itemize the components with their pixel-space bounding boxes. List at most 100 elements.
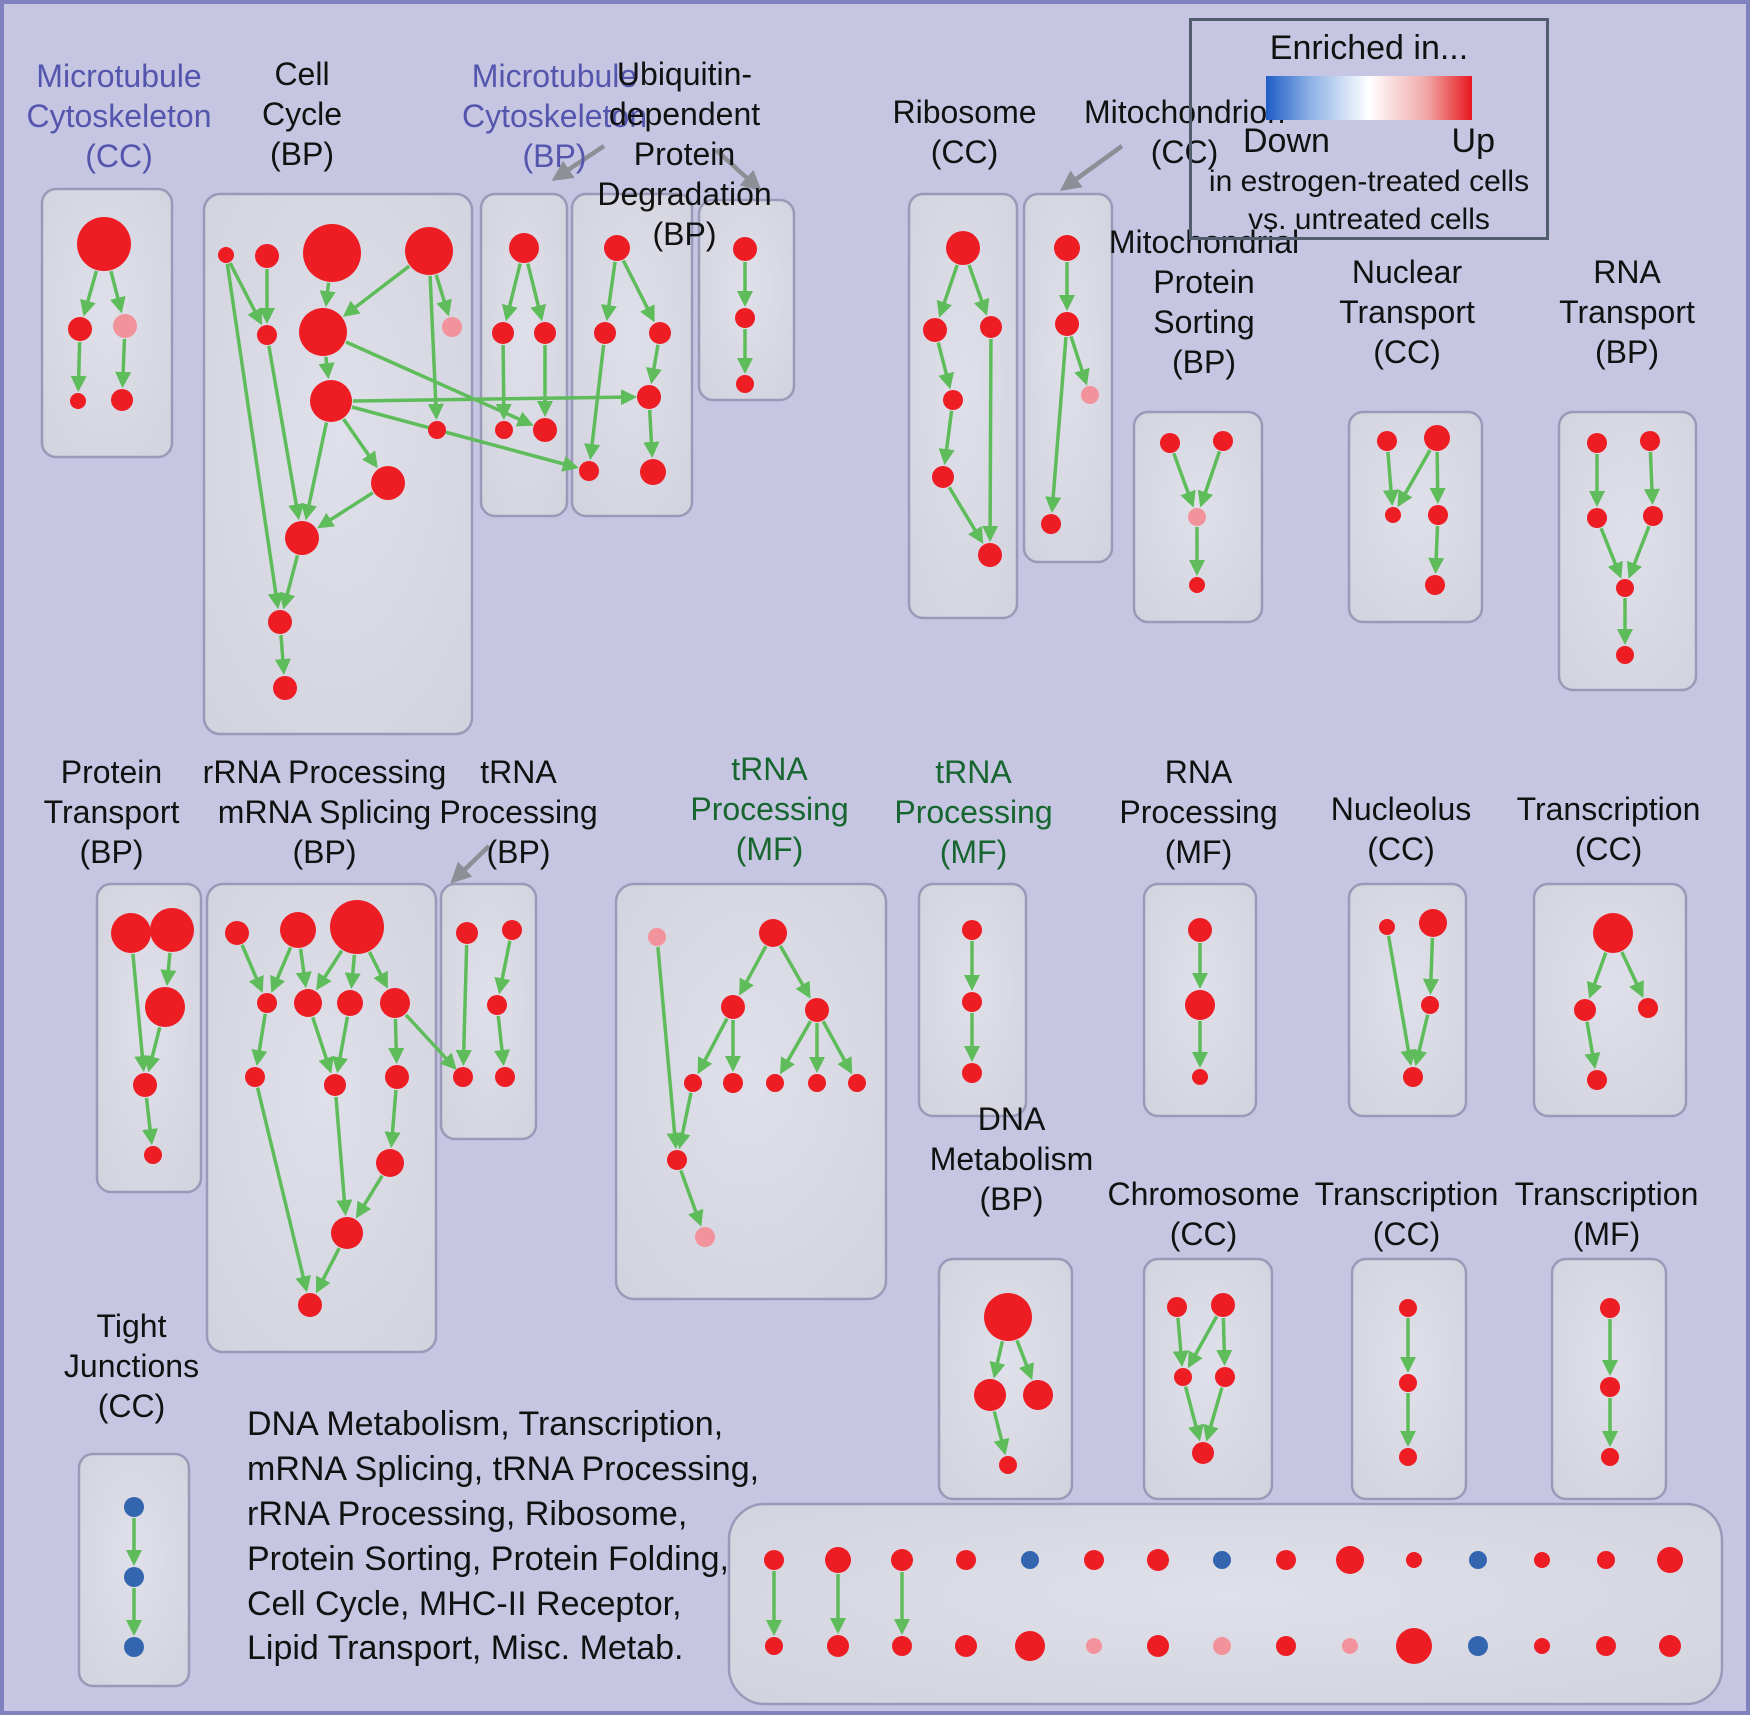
graph-edge bbox=[342, 418, 378, 469]
graph-node bbox=[1336, 1546, 1364, 1574]
cluster-label-cell-cycle-bp: Cell Cycle (BP) bbox=[261, 56, 342, 172]
graph-node bbox=[371, 466, 405, 500]
graph-edge bbox=[1620, 951, 1644, 999]
graph-node bbox=[310, 380, 352, 422]
cluster-label-microtubule-cytoskeleton-bp: Microtubule Cytoskeleton (BP) bbox=[462, 58, 647, 174]
graph-node bbox=[1167, 1297, 1187, 1317]
graph-edge bbox=[334, 1096, 353, 1217]
graph-edge bbox=[355, 1174, 384, 1219]
graph-edge bbox=[319, 282, 336, 308]
graph-edge bbox=[674, 1092, 693, 1150]
graph-node bbox=[974, 1379, 1006, 1411]
graph-edge bbox=[1599, 527, 1623, 579]
cluster-label-trna-processing-mf-2: tRNA Processing (MF) bbox=[894, 754, 1053, 870]
cross-cluster-edge bbox=[351, 405, 579, 472]
graph-node bbox=[825, 1547, 851, 1573]
graph-node bbox=[150, 908, 194, 952]
graph-node bbox=[1601, 1448, 1619, 1466]
label-annotation-arrow bbox=[450, 844, 491, 884]
graph-edge bbox=[267, 345, 305, 521]
graph-node bbox=[1211, 1293, 1235, 1317]
graph-node bbox=[330, 900, 384, 954]
graph-node bbox=[111, 389, 133, 411]
cluster-box-protein-transport-bp bbox=[95, 882, 203, 1194]
graph-edge bbox=[316, 949, 344, 991]
cluster-label-rna-processing-mf: RNA Processing (MF) bbox=[1119, 754, 1278, 870]
graph-edge bbox=[144, 1026, 162, 1073]
graph-node bbox=[442, 317, 462, 337]
graph-edge bbox=[697, 1017, 729, 1075]
graph-node bbox=[1396, 1628, 1432, 1664]
graph-node bbox=[1600, 1377, 1620, 1397]
graph-node bbox=[77, 217, 131, 271]
graph-edge bbox=[982, 338, 999, 543]
graph-edge bbox=[240, 944, 264, 993]
graph-node bbox=[1185, 990, 1215, 1020]
graph-node bbox=[495, 1067, 515, 1087]
graph-edge bbox=[434, 274, 452, 317]
graph-node bbox=[649, 322, 671, 344]
graph-node bbox=[376, 1149, 404, 1177]
graph-edge bbox=[455, 944, 472, 1067]
graph-edge bbox=[584, 344, 606, 461]
graph-node bbox=[695, 1227, 715, 1247]
graph-edge bbox=[1643, 451, 1660, 506]
graph-node bbox=[1616, 646, 1634, 664]
graph-edge bbox=[992, 1411, 1010, 1456]
cluster-label-ribosome-cc: Ribosome (CC) bbox=[892, 94, 1037, 170]
misc-clusters-text: DNA Metabolism, Transcription, mRNA Spli… bbox=[247, 1405, 760, 1668]
graph-node bbox=[1192, 1069, 1208, 1085]
graph-edge bbox=[1382, 451, 1399, 507]
graph-node bbox=[225, 921, 249, 945]
graph-node bbox=[946, 231, 980, 265]
graph-node bbox=[124, 1637, 144, 1657]
graph-edge bbox=[645, 344, 662, 385]
graph-edge bbox=[656, 946, 683, 1150]
graph-node bbox=[1399, 1299, 1417, 1317]
graph-edge bbox=[821, 1020, 853, 1075]
graph-node bbox=[145, 987, 185, 1027]
graph-node bbox=[1385, 507, 1401, 523]
graph-node bbox=[1276, 1550, 1296, 1570]
graph-edge bbox=[1626, 525, 1651, 579]
cluster-label-protein-transport-bp: Protein Transport (BP) bbox=[43, 754, 180, 870]
graph-edge bbox=[270, 946, 293, 993]
graph-node bbox=[1215, 1367, 1235, 1387]
graph-node bbox=[1015, 1631, 1045, 1661]
graph-edge bbox=[1216, 1317, 1233, 1367]
graph-node bbox=[299, 308, 347, 356]
graph-edge bbox=[301, 422, 329, 521]
graph-node bbox=[298, 1293, 322, 1317]
graph-node bbox=[124, 1497, 144, 1517]
graph-edge bbox=[225, 263, 284, 610]
graph-node bbox=[1023, 1380, 1053, 1410]
graph-node bbox=[113, 314, 137, 338]
graph-node bbox=[1086, 1638, 1102, 1654]
graph-node bbox=[1534, 1638, 1550, 1654]
graph-edge bbox=[367, 951, 388, 989]
graph-node bbox=[943, 390, 963, 410]
graph-node bbox=[492, 322, 514, 344]
graph-node bbox=[70, 393, 86, 409]
graph-node bbox=[245, 1067, 265, 1087]
graph-node bbox=[1428, 505, 1448, 525]
graph-edge bbox=[70, 341, 87, 393]
graph-edge bbox=[274, 634, 291, 676]
graph-node bbox=[956, 1550, 976, 1570]
graph-node bbox=[1425, 575, 1445, 595]
graph-node bbox=[1640, 431, 1660, 451]
graph-node bbox=[385, 1065, 409, 1089]
cluster-label-trna-processing-bp: tRNA Processing (BP) bbox=[439, 754, 598, 870]
graph-node bbox=[453, 1067, 473, 1087]
graph-edge bbox=[279, 554, 300, 610]
graph-node bbox=[1534, 1552, 1550, 1568]
cluster-box-nuclear-transport-cc bbox=[1347, 410, 1484, 624]
graph-edge bbox=[526, 263, 547, 322]
cluster-label-microtubule-cytoskeleton-cc: Microtubule Cytoskeleton (CC) bbox=[26, 58, 212, 174]
graph-node bbox=[962, 1063, 982, 1083]
graph-node bbox=[1041, 514, 1061, 534]
graph-edge bbox=[1386, 935, 1417, 1067]
graph-node bbox=[1213, 1637, 1231, 1655]
graph-node bbox=[380, 988, 410, 1018]
graph-node bbox=[257, 325, 277, 345]
